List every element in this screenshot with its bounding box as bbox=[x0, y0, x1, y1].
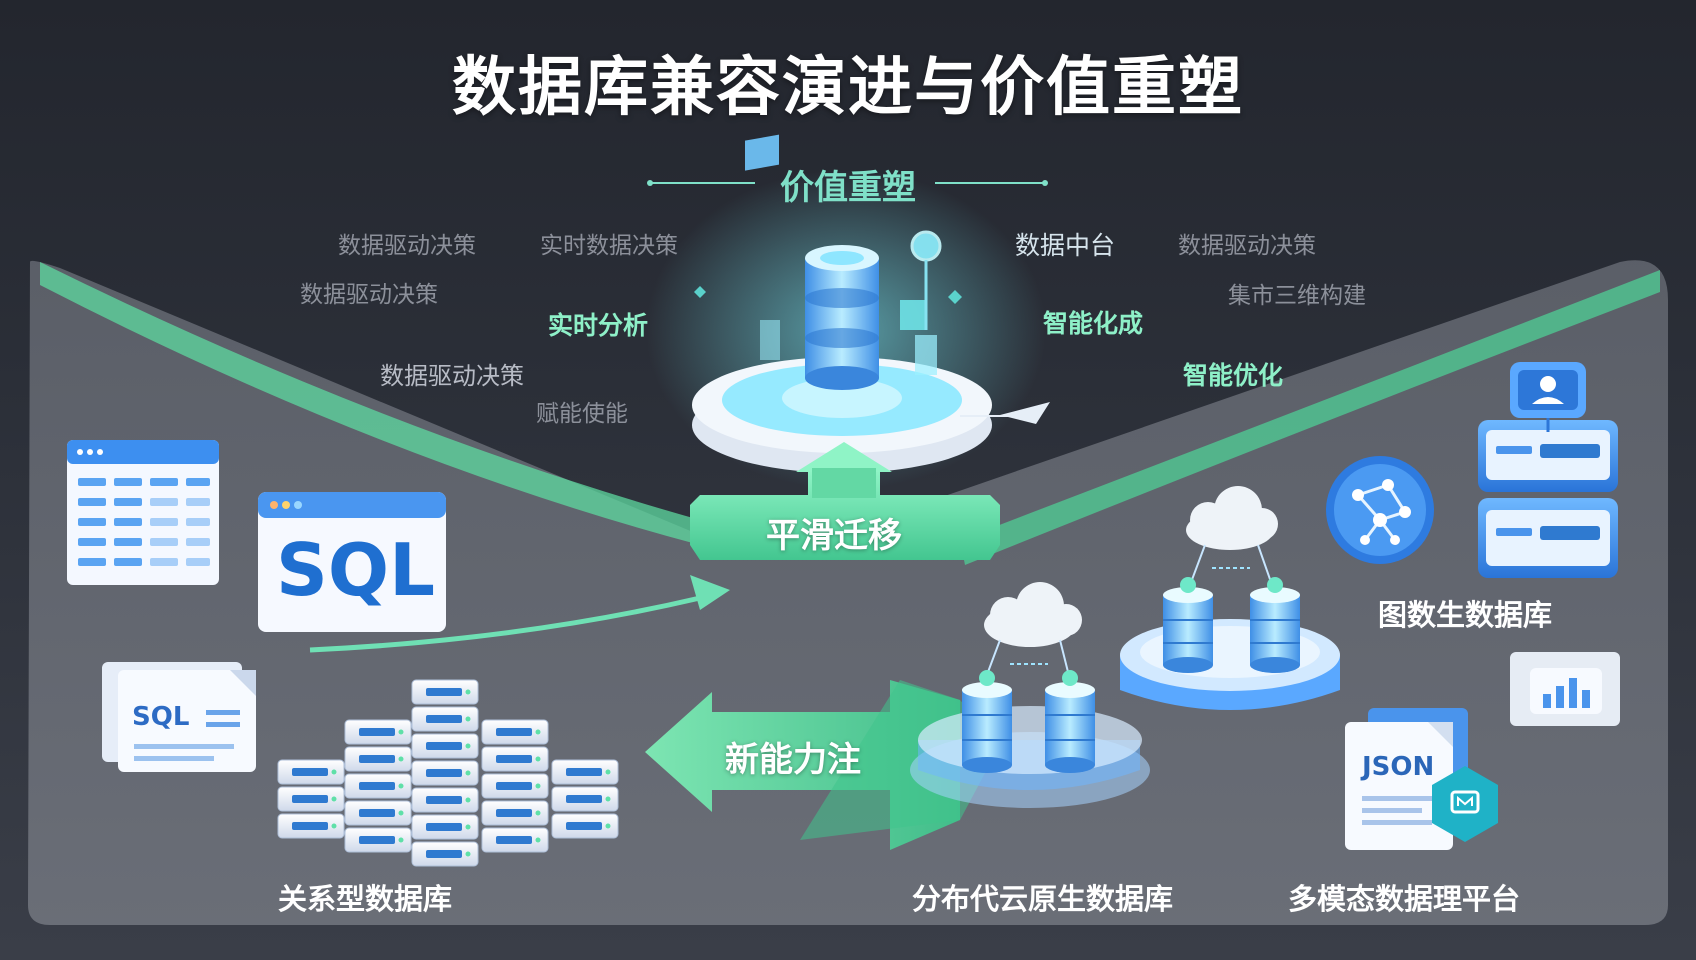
floating-cube-icons bbox=[694, 134, 962, 375]
server-unit-slot bbox=[496, 755, 532, 763]
server-unit-led bbox=[605, 769, 611, 775]
server-unit-led bbox=[535, 837, 541, 843]
server-unit-led bbox=[331, 796, 337, 802]
server-unit-led bbox=[331, 769, 337, 775]
keyword-left-2: 实时数据决策 bbox=[540, 233, 678, 259]
server-unit-led bbox=[398, 783, 404, 789]
server-unit-slot bbox=[292, 768, 328, 776]
keyword-right-1: 数据中台 bbox=[1015, 231, 1116, 260]
server-unit-led bbox=[465, 797, 471, 803]
server-unit-slot bbox=[426, 715, 462, 723]
relational-server-cluster bbox=[277, 679, 619, 867]
server-unit-slot bbox=[566, 768, 602, 776]
multimodel-platform-label: 多模态数据理平台 bbox=[1288, 882, 1521, 916]
server-unit-slot bbox=[359, 809, 395, 817]
keyword-right-4: 智能化成 bbox=[1043, 309, 1144, 338]
server-unit-slot bbox=[292, 822, 328, 830]
server-unit-slot bbox=[496, 809, 532, 817]
keyword-right-3: 集市三维构建 bbox=[1228, 283, 1366, 309]
cloud-icon-lower bbox=[984, 582, 1082, 681]
server-unit-slot bbox=[359, 728, 395, 736]
server-unit-led bbox=[331, 823, 337, 829]
server-unit-led bbox=[398, 810, 404, 816]
right-green-sweep bbox=[960, 270, 1660, 565]
keyword-left-5: 数据驱动决策 bbox=[380, 362, 524, 390]
distributed-db-platform-upper bbox=[1120, 619, 1340, 710]
keyword-left-6: 赋能使能 bbox=[536, 401, 628, 427]
new-energy-label: 新能力注 bbox=[725, 740, 861, 780]
plane-icon bbox=[1000, 402, 1050, 424]
server-unit-led bbox=[398, 756, 404, 762]
keyword-right-2: 数据驱动决策 bbox=[1178, 233, 1316, 259]
smooth-migration-arrow bbox=[690, 442, 1000, 560]
server-unit-slot bbox=[292, 795, 328, 803]
server-unit-slot bbox=[359, 755, 395, 763]
analytics-chart-panel bbox=[1510, 652, 1620, 726]
server-unit-led bbox=[465, 716, 471, 722]
server-unit-led bbox=[465, 770, 471, 776]
server-unit-slot bbox=[359, 836, 395, 844]
relational-db-label: 关系型数据库 bbox=[278, 882, 453, 916]
spreadsheet-window-icon bbox=[67, 440, 219, 585]
server-unit-slot bbox=[359, 782, 395, 790]
sql-document-label: SQL bbox=[132, 702, 190, 732]
graph-db-label: 图数生数据库 bbox=[1378, 598, 1553, 632]
server-unit-slot bbox=[566, 795, 602, 803]
sql-window-icon bbox=[258, 492, 446, 632]
smooth-migration-label: 平滑迁移 bbox=[766, 516, 902, 556]
server-unit-led bbox=[535, 783, 541, 789]
graph-network-icon bbox=[1326, 456, 1434, 564]
server-unit-slot bbox=[496, 836, 532, 844]
server-unit-led bbox=[605, 823, 611, 829]
server-unit-led bbox=[535, 756, 541, 762]
distributed-db-platform-lower bbox=[910, 706, 1150, 808]
server-unit-led bbox=[605, 796, 611, 802]
server-unit-slot bbox=[426, 823, 462, 831]
server-unit-slot bbox=[426, 742, 462, 750]
keyword-left-1: 数据驱动决策 bbox=[338, 233, 476, 259]
value-reshaping-subtitle: 价值重塑 bbox=[780, 168, 916, 208]
graph-db-server-tower bbox=[1478, 362, 1618, 578]
keyword-left-3: 数据驱动决策 bbox=[300, 282, 438, 308]
distributed-db-cylinders-lower bbox=[962, 670, 1095, 773]
server-unit-led bbox=[398, 837, 404, 843]
json-document-label: JSON bbox=[1362, 752, 1435, 782]
server-unit-slot bbox=[496, 728, 532, 736]
sql-window-label: SQL bbox=[276, 528, 435, 612]
keyword-right-5: 智能优化 bbox=[1183, 361, 1284, 390]
server-unit-led bbox=[398, 729, 404, 735]
server-unit-slot bbox=[426, 796, 462, 804]
cloud-icon-upper bbox=[1186, 486, 1278, 586]
left-green-sweep bbox=[40, 262, 700, 545]
json-document-icon bbox=[1345, 708, 1498, 850]
server-unit-slot bbox=[426, 688, 462, 696]
central-database-icon bbox=[805, 245, 879, 390]
page-title: 数据库兼容演进与价值重塑 bbox=[452, 51, 1244, 125]
server-unit-slot bbox=[496, 782, 532, 790]
distributed-db-label: 分布代云原生数据库 bbox=[912, 882, 1174, 916]
server-unit-led bbox=[535, 729, 541, 735]
server-unit-slot bbox=[426, 769, 462, 777]
server-unit-led bbox=[535, 810, 541, 816]
sql-document-icon bbox=[102, 662, 256, 772]
server-unit-led bbox=[465, 743, 471, 749]
sql-curve-arrow bbox=[309, 595, 701, 653]
server-unit-led bbox=[465, 824, 471, 830]
keyword-left-4: 实时分析 bbox=[548, 311, 649, 340]
server-unit-slot bbox=[566, 822, 602, 830]
server-unit-led bbox=[465, 689, 471, 695]
distributed-db-cylinders-upper bbox=[1163, 577, 1300, 673]
sql-curve-arrowhead bbox=[690, 575, 730, 610]
server-unit-slot bbox=[426, 850, 462, 858]
server-unit-led bbox=[465, 851, 471, 857]
